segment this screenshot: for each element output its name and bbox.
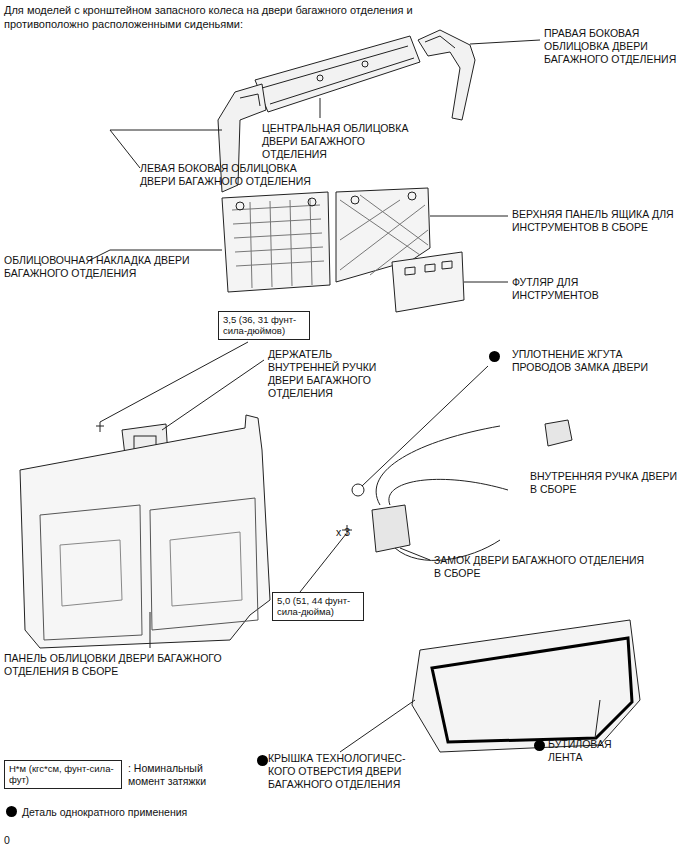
leader <box>300 534 346 592</box>
centre-trim <box>255 36 420 112</box>
leader <box>464 282 508 283</box>
hole-cover <box>412 620 640 752</box>
tool-case <box>392 252 464 312</box>
part-label: КРЫШКА ТЕХНОЛОГИЧЕС-КОГО ОТВЕРСТИЯ ДВЕРИ… <box>268 752 418 791</box>
clip <box>351 196 359 204</box>
leader <box>150 612 151 648</box>
part-label: ПРАВАЯ БОКОВАЯ ОБЛИЦОВКА ДВЕРИ БАГАЖНОГО… <box>544 27 684 66</box>
leader <box>595 700 600 738</box>
part-label: ЗАМОК ДВЕРИ БАГАЖНОГО ОТДЕЛЕНИЯ В СБОРЕ <box>434 554 654 580</box>
clip <box>362 61 368 67</box>
diagram-title: Для моделей с кронштейном запасного коле… <box>4 4 444 32</box>
torque-box: 3,5 (36, 31 фунт-сила-дюймов) <box>218 311 310 340</box>
leader <box>320 98 321 118</box>
single-use-mark <box>489 351 500 362</box>
lock-cables <box>376 426 508 560</box>
part-label: ВЕРХНЯЯ ПАНЕЛЬ ЯЩИКА ДЛЯ ИНСТРУМЕНТОВ В … <box>512 208 682 234</box>
trim-panel <box>20 415 270 648</box>
part-label: УПЛОТНЕНИЕ ЖГУТА ПРОВОДОВ ЗАМКА ДВЕРИ <box>512 348 682 374</box>
right-trim-detail <box>425 36 455 48</box>
tool-case-detail <box>405 261 452 275</box>
clip <box>317 75 323 81</box>
screw <box>96 422 104 432</box>
cover-plate <box>222 192 330 292</box>
leader <box>162 360 264 430</box>
leader <box>470 40 540 44</box>
panel-recess <box>170 532 242 606</box>
leader <box>430 216 508 217</box>
left-trim-detail <box>240 94 260 106</box>
legend-text: : Номинальный момент затяжки <box>128 762 238 788</box>
clip <box>408 192 416 200</box>
part-label: 0 <box>4 834 34 847</box>
part-label: ЛЕВАЯ БОКОВАЯ ОБЛИЦОВКА ДВЕРИ БАГАЖНОГО … <box>140 162 330 188</box>
inner-handle <box>545 420 572 446</box>
part-label: ПАНЕЛЬ ОБЛИЦОВКИ ДВЕРИ БАГАЖНОГО ОТДЕЛЕН… <box>4 652 264 678</box>
torque-value: 3,5 (36, 31 фунт-сила-дюймов) <box>223 314 305 337</box>
part-label: ФУТЛЯР ДЛЯ ИНСТРУМЕНТОВ <box>512 276 642 302</box>
torque-box: Н*м (кгс*см, фунт-сила-фут) <box>4 760 122 789</box>
single-use-mark <box>257 755 268 766</box>
leader <box>340 700 415 752</box>
clip <box>308 198 316 206</box>
legend-text: Деталь однократного применения <box>22 806 282 819</box>
leader <box>400 548 430 560</box>
torque-value: Н*м (кгс*см, фунт-сила-фут) <box>9 763 117 786</box>
right-trim <box>418 30 475 120</box>
single-use-mark <box>534 740 545 751</box>
butyl-tape <box>432 638 632 742</box>
part-label: ДЕРЖАТЕЛЬ ВНУТРЕННЕЙ РУЧКИ ДВЕРИ БАГАЖНО… <box>268 348 398 401</box>
clip <box>236 202 244 210</box>
cover-grid <box>232 199 324 288</box>
part-label: ЦЕНТРАЛЬНАЯ ОБЛИЦОВКА ДВЕРИ БАГАЖНОГО ОТ… <box>262 122 422 161</box>
part-label: БУТИЛОВАЯ ЛЕНТА <box>548 738 648 764</box>
panel-pocket <box>150 498 258 630</box>
leader <box>100 342 248 422</box>
part-label: ОБЛИЦОВОЧНАЯ НАКЛАДКА ДВЕРИ БАГАЖНОГО ОТ… <box>4 254 214 280</box>
torque-box: 5,0 (51, 44 фунт-сила-дюйма) <box>272 592 364 621</box>
panel-recess <box>60 540 122 606</box>
door-lock <box>372 505 410 552</box>
part-label: ВНУТРЕННЯЯ РУЧКА ДВЕРИ В СБОРЕ <box>530 470 680 496</box>
centre-trim-detail <box>262 46 414 104</box>
part-label: x 3 <box>336 526 376 539</box>
panel-pocket <box>40 505 142 640</box>
leader <box>362 366 488 486</box>
torque-value: 5,0 (51, 44 фунт-сила-дюйма) <box>277 595 359 618</box>
single-use-mark <box>6 806 17 817</box>
